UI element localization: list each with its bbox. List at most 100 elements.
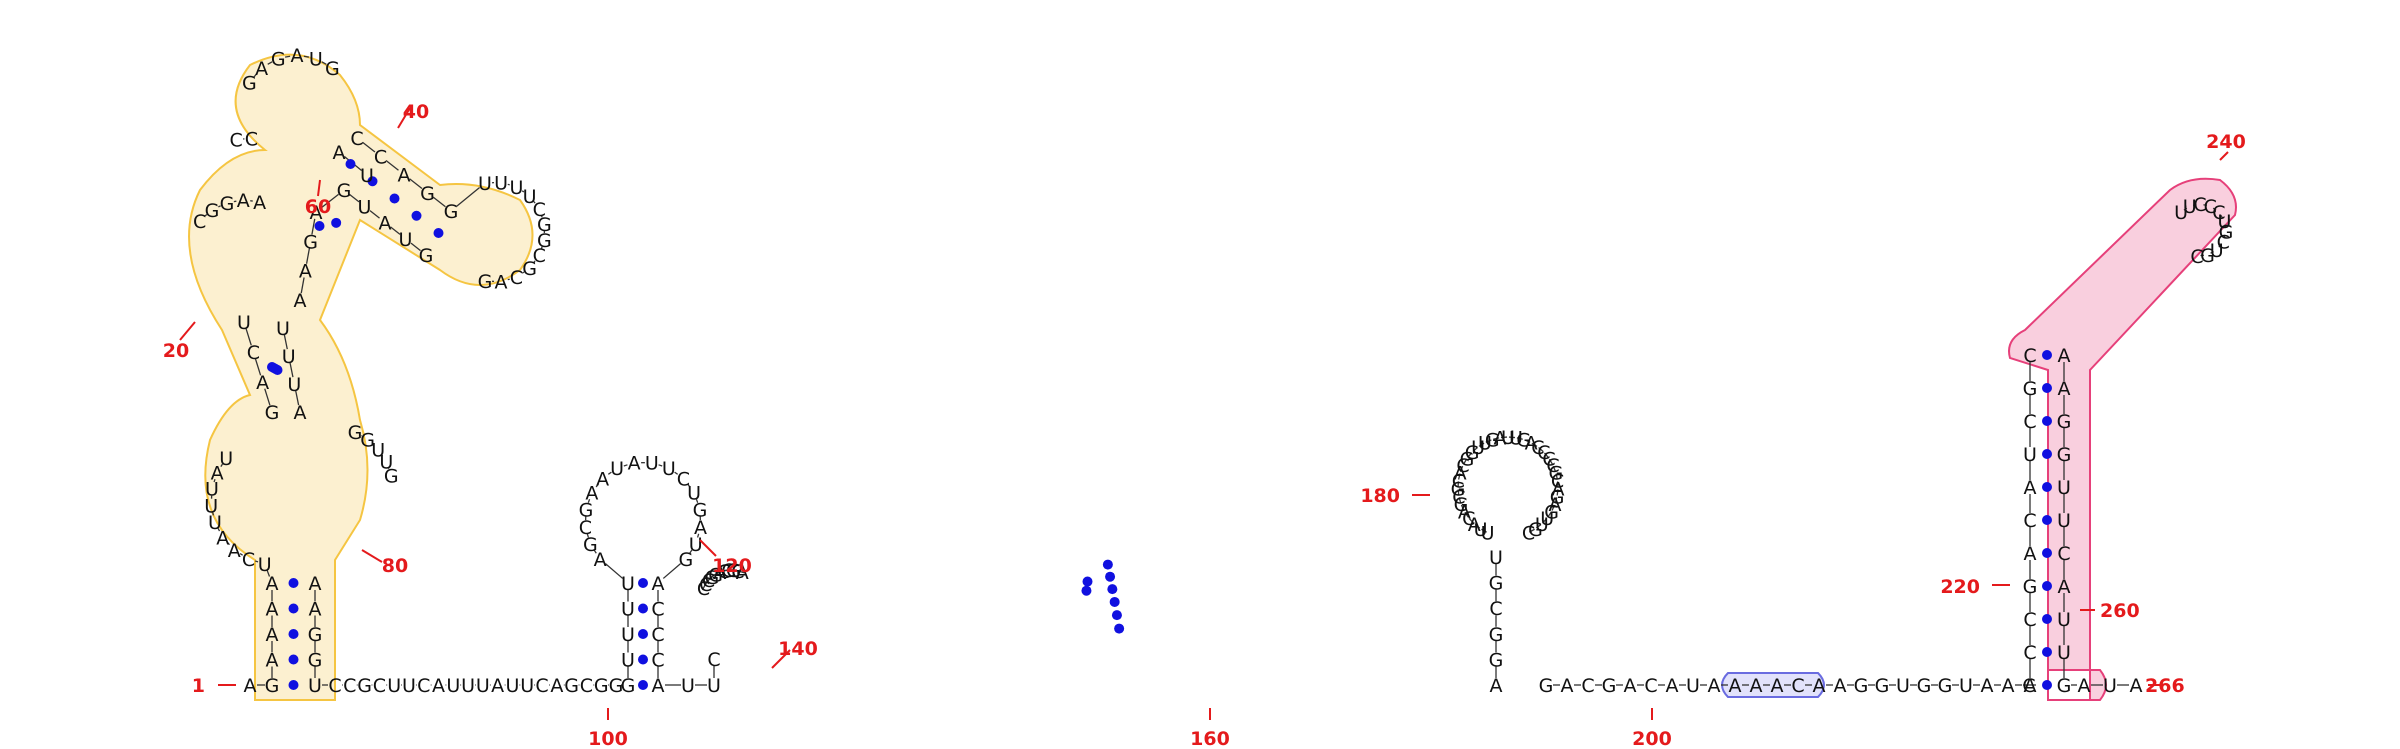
nucleotide: A	[216, 527, 229, 549]
nucleotide: C	[374, 146, 387, 168]
nucleotide: A	[2024, 543, 2037, 565]
backbone-bond	[1538, 447, 1544, 452]
nucleotide: G	[205, 200, 220, 222]
backbone-bond	[432, 196, 446, 208]
nucleotide: U	[1959, 675, 1973, 697]
nucleotide: G	[308, 650, 323, 672]
backbone-bond	[1485, 439, 1492, 443]
nucleotide: U	[1489, 547, 1503, 569]
backbone-bond	[284, 55, 291, 58]
nucleotide: C	[717, 561, 730, 583]
nucleotide: A	[2058, 345, 2071, 367]
nucleotide: A	[596, 468, 609, 490]
backbone-bond	[1457, 473, 1461, 480]
backbone-bond	[245, 328, 252, 346]
base-pair-dot	[2042, 383, 2052, 393]
numbering-label: 80	[382, 555, 408, 577]
nucleotide: U	[208, 512, 222, 534]
nucleotide: G	[384, 465, 399, 487]
nucleotide: U	[276, 318, 290, 340]
nucleotide: A	[628, 453, 641, 475]
nucleotide: G	[242, 73, 257, 95]
nucleotide: U	[1471, 437, 1485, 459]
base-pair-dot	[331, 217, 342, 228]
backbone-bond	[349, 193, 360, 203]
backbone-bond	[1459, 465, 1464, 472]
nucleotide: G	[303, 231, 318, 253]
backbone-bond	[2224, 224, 2227, 229]
highlight-motif-ugu	[1721, 672, 1825, 698]
nucleotide: A	[1981, 675, 1994, 697]
numbering-label: 20	[163, 340, 189, 362]
backbone-bond	[507, 278, 510, 281]
backbone-bond	[695, 498, 699, 503]
nucleotide: C	[2057, 543, 2070, 565]
nucleotide: C	[651, 599, 664, 621]
numbering-label: 40	[403, 101, 429, 123]
backbone-bond	[689, 549, 693, 554]
numbering-label: 140	[778, 638, 818, 660]
nucleotide: G	[564, 675, 579, 697]
nucleotide: G	[1489, 649, 1504, 671]
backbone-bond	[587, 498, 591, 503]
nucleotide: C	[731, 561, 744, 583]
nucleotide: U	[2057, 609, 2071, 631]
nucleotide: U	[358, 196, 372, 218]
nucleotide: U	[308, 675, 322, 697]
nucleotide: U	[645, 453, 659, 475]
nucleotide: U	[237, 312, 251, 334]
nucleotide: U	[287, 374, 301, 396]
nucleotide: G	[348, 422, 363, 444]
base-pair-dot	[288, 578, 299, 588]
numbering-tick	[2219, 151, 2229, 161]
nucleotide: C	[2190, 246, 2203, 268]
backbone-bond	[1555, 473, 1559, 480]
backbone-bond	[1551, 504, 1556, 511]
nucleotide: C	[1452, 470, 1465, 492]
nucleotide: C	[702, 570, 715, 592]
nucleotide: C	[651, 624, 664, 646]
highlight-layer	[188, 53, 2237, 701]
nucleotide: A	[1813, 675, 1826, 697]
nucleotide: U	[681, 675, 695, 697]
nucleotide: C	[373, 675, 386, 697]
nucleotide: G	[1460, 448, 1475, 470]
nucleotide: U	[707, 675, 721, 697]
backbone-bond	[1556, 489, 1559, 496]
nucleotide: A	[585, 483, 598, 505]
nucleotide: A	[253, 192, 266, 214]
nucleotide: G	[1544, 501, 1559, 523]
nucleotide: A	[1548, 494, 1561, 516]
base-pair-layer	[267, 159, 2052, 690]
backbone-bond	[300, 277, 305, 294]
nucleotide: U	[204, 496, 218, 518]
backbone-bond	[2223, 234, 2226, 239]
nucleotide: G	[621, 675, 636, 697]
backbone-bond	[2183, 207, 2188, 211]
nucleotide: G	[478, 271, 493, 293]
nucleotide: U	[2217, 211, 2231, 233]
nucleotide: C	[1581, 675, 1594, 697]
nucleotide: U	[687, 483, 701, 505]
backbone-bond	[1524, 439, 1531, 443]
nucleotide: A	[1771, 675, 1784, 697]
nucleotide: U	[379, 452, 393, 474]
nucleotide: A	[266, 650, 279, 672]
nucleotide: C	[1546, 455, 1559, 477]
base-pair-dot	[345, 159, 356, 169]
nucleotide: G	[271, 48, 286, 70]
nucleotide: G	[325, 58, 340, 80]
backbone-bond	[605, 563, 624, 579]
nucleotide: U	[2057, 642, 2071, 664]
nucleotide: A	[2078, 675, 2091, 697]
backbone-bond	[540, 246, 543, 249]
base-pair-dot	[1107, 584, 1118, 595]
nucleotide: A	[256, 372, 269, 394]
backbone-bond	[1458, 497, 1462, 504]
base-pair-dot	[2042, 416, 2052, 426]
nucleotide: C	[1531, 437, 1544, 459]
backbone-bond	[658, 464, 663, 467]
